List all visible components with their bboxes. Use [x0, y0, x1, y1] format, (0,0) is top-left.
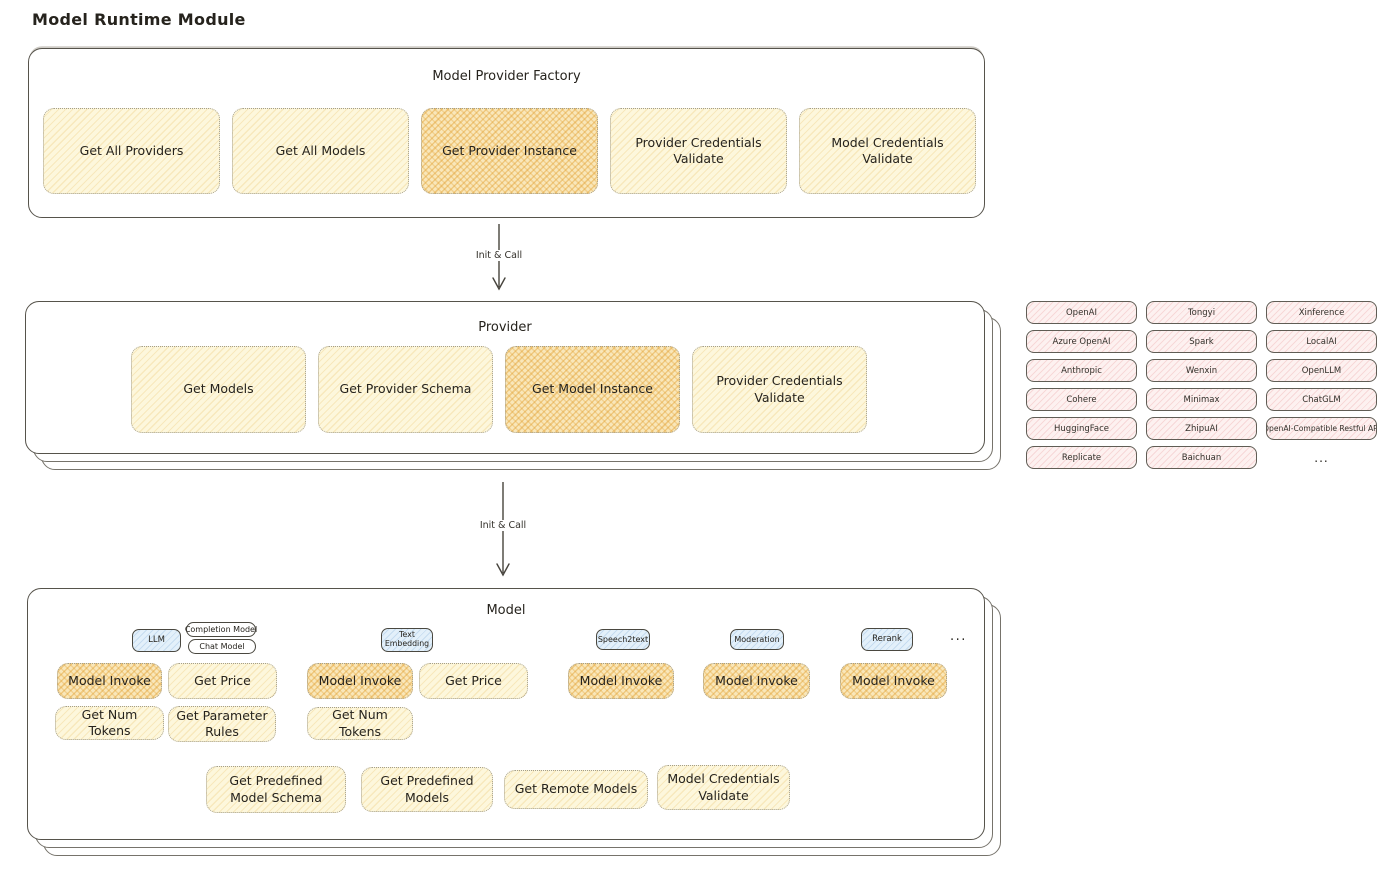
arrow-label-init-call-1: Init & Call — [471, 250, 527, 261]
model-button-model-credentials-validate[interactable]: Model Credentials Validate — [657, 765, 790, 810]
provider-title: Provider — [478, 320, 532, 335]
provider-button-get-models[interactable]: Get Models — [131, 346, 306, 433]
moderation-button-model-invoke[interactable]: Model Invoke — [703, 663, 810, 699]
provider-chip-localai[interactable]: LocalAI — [1266, 330, 1377, 353]
speech2text-button-model-invoke[interactable]: Model Invoke — [568, 663, 674, 699]
model-type-chip-speech2text[interactable]: Speech2text — [596, 629, 650, 650]
provider-button-get-model-instance[interactable]: Get Model Instance — [505, 346, 680, 433]
model-title: Model — [486, 603, 526, 618]
provider-chip-huggingface[interactable]: HuggingFace — [1026, 417, 1137, 440]
provider-chip-spark[interactable]: Spark — [1146, 330, 1257, 353]
factory-button-get-all-models[interactable]: Get All Models — [232, 108, 409, 194]
arrow-label-init-call-2: Init & Call — [475, 520, 531, 531]
factory-title: Model Provider Factory — [432, 69, 581, 84]
arrow-factory-to-provider: Init & Call — [471, 224, 527, 296]
provider-chip-anthropic[interactable]: Anthropic — [1026, 359, 1137, 382]
model-subtype-chip-completion-model[interactable]: Completion Model — [185, 622, 257, 637]
provider-button-get-provider-schema[interactable]: Get Provider Schema — [318, 346, 493, 433]
provider-chip-azure-openai[interactable]: Azure OpenAI — [1026, 330, 1137, 353]
provider-chip-zhipuai[interactable]: ZhipuAI — [1146, 417, 1257, 440]
text-embedding-button-get-price[interactable]: Get Price — [419, 663, 528, 699]
model-type-chip-moderation[interactable]: Moderation — [730, 629, 784, 650]
provider-chip-cohere[interactable]: Cohere — [1026, 388, 1137, 411]
provider-chip-xinference[interactable]: Xinference — [1266, 301, 1377, 324]
provider-button-provider-credentials-validate[interactable]: Provider Credentials Validate — [692, 346, 867, 433]
provider-list-column-2: Tongyi Spark Wenxin Minimax ZhipuAI Baic… — [1146, 301, 1257, 469]
diagram-title: Model Runtime Module — [32, 10, 246, 29]
model-button-get-predefined-model-schema[interactable]: Get Predefined Model Schema — [206, 766, 346, 813]
provider-chip-replicate[interactable]: Replicate — [1026, 446, 1137, 469]
provider-button-row: Get Models Get Provider Schema Get Model… — [131, 346, 867, 433]
model-button-get-predefined-models[interactable]: Get Predefined Models — [361, 767, 493, 812]
provider-chip-tongyi[interactable]: Tongyi — [1146, 301, 1257, 324]
provider-chip-minimax[interactable]: Minimax — [1146, 388, 1257, 411]
provider-list-column-3: Xinference LocalAI OpenLLM ChatGLM OpenA… — [1266, 301, 1377, 469]
llm-button-model-invoke[interactable]: Model Invoke — [57, 663, 162, 699]
provider-chip-wenxin[interactable]: Wenxin — [1146, 359, 1257, 382]
model-button-get-remote-models[interactable]: Get Remote Models — [504, 770, 648, 809]
llm-button-get-num-tokens[interactable]: Get Num Tokens — [55, 706, 164, 740]
provider-list-column-1: OpenAI Azure OpenAI Anthropic Cohere Hug… — [1026, 301, 1137, 469]
factory-button-get-all-providers[interactable]: Get All Providers — [43, 108, 220, 194]
provider-chip-openllm[interactable]: OpenLLM — [1266, 359, 1377, 382]
factory-button-row: Get All Providers Get All Models Get Pro… — [43, 108, 976, 194]
rerank-button-model-invoke[interactable]: Model Invoke — [840, 663, 947, 699]
text-embedding-button-model-invoke[interactable]: Model Invoke — [307, 663, 413, 699]
more-model-types-ellipsis: ... — [950, 629, 967, 644]
factory-box: Model Provider Factory Get All Providers… — [28, 48, 985, 218]
provider-box: Provider Get Models Get Provider Schema … — [25, 301, 985, 454]
arrow-provider-to-model: Init & Call — [475, 482, 531, 582]
model-box: Model LLM Completion Model Chat Model Mo… — [27, 588, 985, 840]
model-type-chip-rerank[interactable]: Rerank — [861, 628, 913, 651]
provider-chip-baichuan[interactable]: Baichuan — [1146, 446, 1257, 469]
factory-button-provider-credentials-validate[interactable]: Provider Credentials Validate — [610, 108, 787, 194]
provider-list-more-ellipsis: ... — [1314, 450, 1329, 465]
model-subtype-chip-chat-model[interactable]: Chat Model — [188, 639, 256, 654]
llm-button-get-parameter-rules[interactable]: Get Parameter Rules — [168, 706, 276, 742]
model-type-chip-text-embedding[interactable]: Text Embedding — [381, 628, 433, 652]
text-embedding-button-get-num-tokens[interactable]: Get Num Tokens — [307, 707, 413, 740]
provider-chip-openai-compatible-restful-api[interactable]: OpenAI-Compatible Restful API — [1266, 417, 1377, 440]
provider-chip-chatglm[interactable]: ChatGLM — [1266, 388, 1377, 411]
factory-button-get-provider-instance[interactable]: Get Provider Instance — [421, 108, 598, 194]
provider-chip-openai[interactable]: OpenAI — [1026, 301, 1137, 324]
factory-button-model-credentials-validate[interactable]: Model Credentials Validate — [799, 108, 976, 194]
llm-button-get-price[interactable]: Get Price — [168, 663, 277, 699]
model-type-chip-llm[interactable]: LLM — [132, 629, 181, 652]
